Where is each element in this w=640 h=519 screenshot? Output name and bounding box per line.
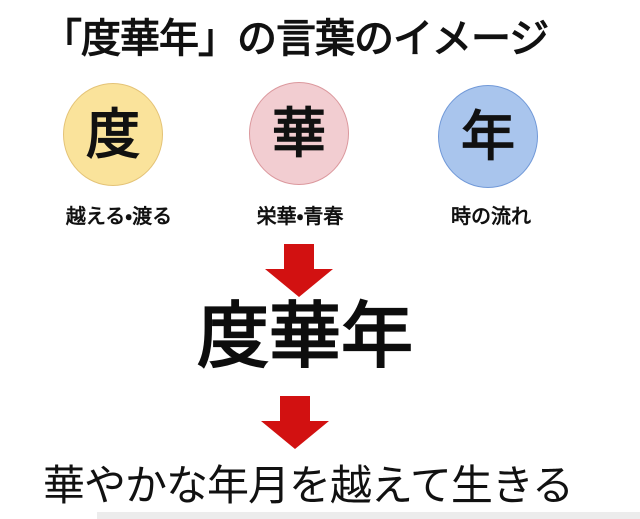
combined-word: 度華年 [196,297,413,377]
bottom-divider [97,512,640,519]
down-arrow-shape [265,244,333,297]
down-arrow-icon [265,244,333,297]
meaning-label-nen: 時の流れ [451,206,531,228]
kanji-char-do: 度 [86,104,140,165]
down-arrow-icon [261,396,329,449]
page-title: 「度華年」の言葉のイメージ [42,17,549,61]
down-arrow-shape [261,396,329,449]
kanji-circle-do: 度 [63,83,163,186]
kanji-char-ka: 華 [272,103,326,164]
conclusion-text: 華やかな年月を越えて生きる [42,462,574,509]
kanji-char-nen: 年 [461,106,515,167]
kanji-circle-nen: 年 [438,85,538,188]
meaning-label-ka: 栄華・青春 [256,206,344,228]
meaning-label-do: 越える・渡る [65,206,173,228]
kanji-circle-ka: 華 [249,82,349,185]
